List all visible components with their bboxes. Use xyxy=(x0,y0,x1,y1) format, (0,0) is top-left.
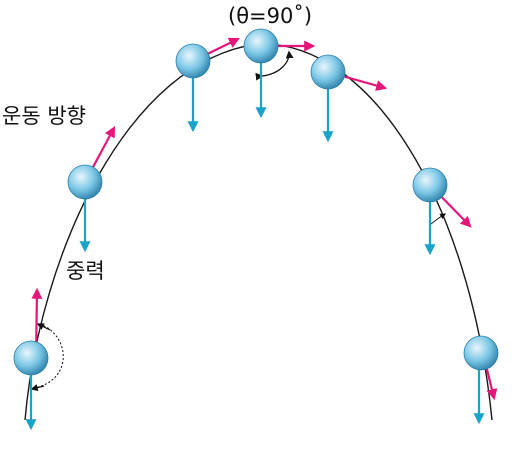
ball-icon xyxy=(175,43,211,79)
ball-icon xyxy=(310,54,346,90)
ball-1 xyxy=(13,287,49,431)
ball-5 xyxy=(310,54,388,143)
motion-direction-label: 운동 방향 xyxy=(2,104,86,128)
ball-icon xyxy=(13,340,49,376)
ball-icon xyxy=(412,167,448,203)
trajectory-curve xyxy=(24,43,493,421)
gravity-label: 중력 xyxy=(66,259,105,283)
ball-icon xyxy=(67,164,103,200)
angle-arc-icon xyxy=(30,323,64,392)
angle-label: (θ=90˚) xyxy=(228,4,313,28)
ball-6 xyxy=(412,167,472,256)
ball-3 xyxy=(175,37,240,133)
ball-icon xyxy=(463,335,499,371)
ball-7 xyxy=(463,335,499,425)
ball-2 xyxy=(67,126,116,253)
ball-4 xyxy=(243,28,316,119)
ball-icon xyxy=(243,28,279,64)
angle-arc-icon xyxy=(430,213,447,225)
angle-arc-icon xyxy=(255,50,294,81)
